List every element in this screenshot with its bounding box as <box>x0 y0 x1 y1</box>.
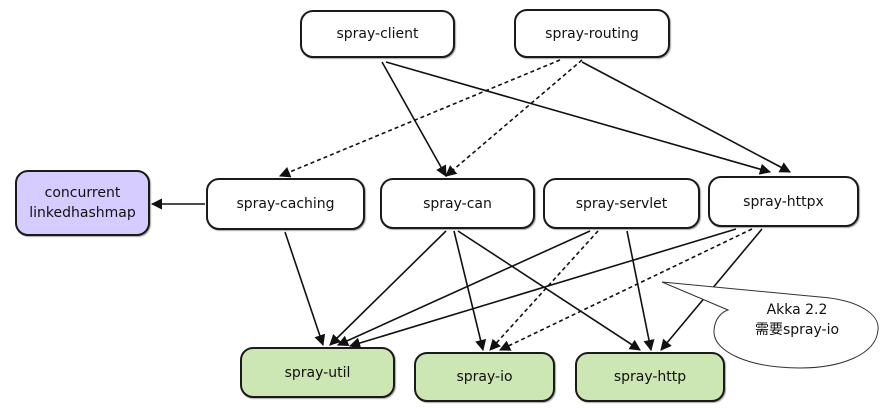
edge-spray-routing-to-spray-caching <box>278 59 561 178</box>
node-spray-util[interactable]: spray-util <box>240 347 395 398</box>
edge-spray-servlet-to-spray-http <box>626 230 655 352</box>
node-label: spray-routing <box>545 25 639 42</box>
node-label: spray-servlet <box>575 195 668 212</box>
callout-bubble <box>661 281 879 369</box>
edge-spray-servlet-to-spray-util <box>336 230 591 346</box>
edge-spray-servlet-to-spray-io <box>489 230 599 351</box>
node-spray-servlet[interactable]: spray-servlet <box>543 178 700 229</box>
edge-spray-client-to-spray-httpx <box>385 61 772 175</box>
node-label: spray-util <box>284 364 351 381</box>
node-spray-caching[interactable]: spray-caching <box>206 178 365 230</box>
node-spray-io[interactable]: spray-io <box>414 352 555 402</box>
edge-spray-caching-to-spray-util <box>284 231 326 347</box>
node-label: spray-can <box>423 195 492 212</box>
node-spray-can[interactable]: spray-can <box>380 178 535 229</box>
node-spray-http[interactable]: spray-http <box>575 352 725 402</box>
node-spray-routing[interactable]: spray-routing <box>514 9 670 58</box>
edge-spray-can-to-spray-util <box>329 230 447 346</box>
node-concurrent-linkedhashmap[interactable]: concurrent linkedhashmap <box>15 170 150 236</box>
edge-spray-client-to-spray-can <box>381 61 447 177</box>
callout-text: Akka 2.2 需要spray-io <box>754 302 840 338</box>
edge-spray-routing-to-spray-httpx <box>581 61 791 173</box>
node-label: spray-httpx <box>743 193 824 210</box>
node-label: spray-http <box>613 369 687 385</box>
node-spray-httpx[interactable]: spray-httpx <box>708 176 859 227</box>
edge-spray-can-to-spray-io <box>453 230 487 352</box>
node-label: spray-io <box>456 369 513 385</box>
edge-spray-httpx-to-spray-io <box>498 228 753 351</box>
node-label: spray-caching <box>236 196 335 212</box>
node-label: concurrent linkedhashmap <box>29 185 136 221</box>
edge-spray-routing-to-spray-can <box>445 59 583 177</box>
node-label: spray-client <box>336 26 419 42</box>
edge-spray-httpx-to-spray-util <box>348 228 737 349</box>
node-spray-client[interactable]: spray-client <box>300 10 455 58</box>
edge-spray-can-to-spray-http <box>457 230 641 351</box>
